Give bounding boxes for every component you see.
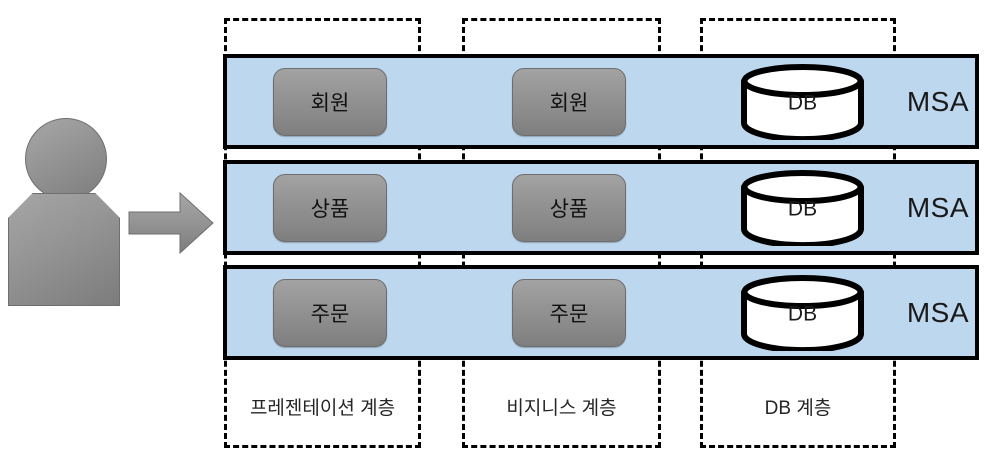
service-box-business-product[interactable]: 상품 xyxy=(512,173,626,242)
service-box-business-member[interactable]: 회원 xyxy=(512,67,626,136)
db-cylinder-order[interactable]: DB xyxy=(739,274,866,351)
service-box-presentation-product[interactable]: 상품 xyxy=(273,173,387,242)
layer-label-presentation: 프레젠테이션 계층 xyxy=(249,398,396,419)
service-box-label: 상품 xyxy=(549,197,589,221)
person-body-icon xyxy=(8,193,120,306)
db-cylinder-product[interactable]: DB xyxy=(739,169,866,246)
msa-row-product: 상품 상품 DB MSA xyxy=(223,160,979,255)
msa-label-member: MSA xyxy=(906,85,969,117)
service-box-label: 주문 xyxy=(310,302,350,326)
service-box-label: 회원 xyxy=(310,91,350,115)
right-arrow-icon xyxy=(128,192,214,254)
person-head-icon xyxy=(25,118,107,200)
service-box-label: 주문 xyxy=(549,302,589,326)
msa-row-order: 주문 주문 DB MSA xyxy=(223,265,979,360)
service-box-presentation-order[interactable]: 주문 xyxy=(273,278,387,347)
msa-label-product: MSA xyxy=(906,191,969,223)
service-box-presentation-member[interactable]: 회원 xyxy=(273,67,387,136)
msa-label-order: MSA xyxy=(906,296,969,328)
layer-label-db: DB 계층 xyxy=(764,398,832,419)
db-cylinder-member[interactable]: DB xyxy=(739,63,866,140)
service-box-label: 상품 xyxy=(310,197,350,221)
service-box-business-order[interactable]: 주문 xyxy=(512,278,626,347)
service-box-label: 회원 xyxy=(549,91,589,115)
msa-row-member: 회원 회원 DB MSA xyxy=(223,54,979,149)
layer-label-business: 비지니스 계층 xyxy=(506,398,617,419)
person-icon xyxy=(8,118,120,310)
